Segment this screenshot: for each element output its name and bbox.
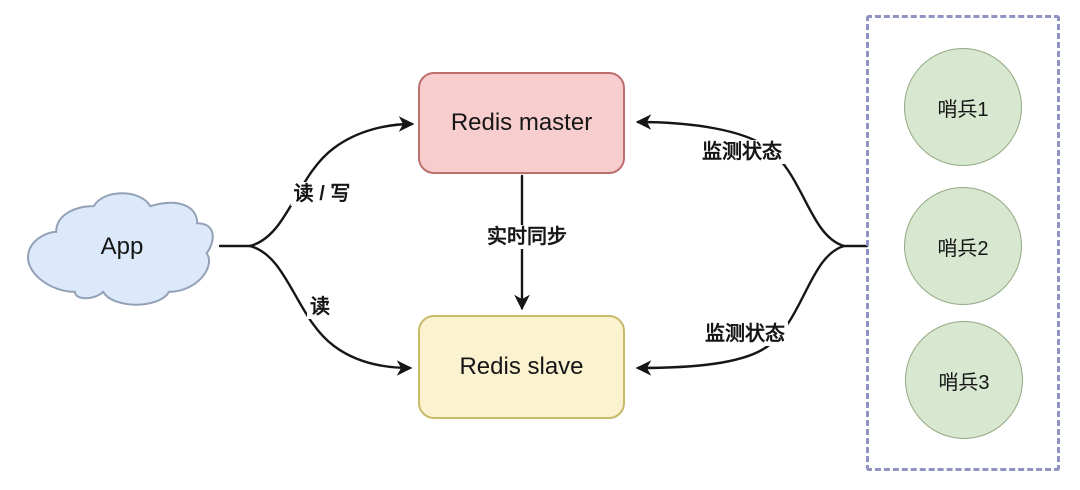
edge-app-to-slave xyxy=(248,244,413,376)
edge-app-to-master xyxy=(248,116,415,248)
sentinel-node-1: 哨兵1 xyxy=(904,48,1022,166)
redis-master-label: Redis master xyxy=(450,109,593,136)
edge-label-realtime-sync: 实时同步 xyxy=(484,225,570,249)
sentinel-1-label: 哨兵1 xyxy=(937,98,989,121)
sentinel-node-2: 哨兵2 xyxy=(904,187,1022,305)
edge-label-monitor-slave: 监测状态 xyxy=(702,322,788,346)
sentinel-cluster-boundary: 哨兵1 哨兵2 哨兵3 xyxy=(866,15,1060,471)
app-cloud-shape xyxy=(28,193,213,304)
sentinel-2-label: 哨兵2 xyxy=(937,237,989,260)
node-redis-slave: Redis slave xyxy=(418,315,625,419)
app-node-label: App xyxy=(100,233,144,260)
edge-label-read: 读 xyxy=(307,295,333,319)
edge-label-read-write: 读 / 写 xyxy=(290,182,354,206)
edge-label-monitor-master: 监测状态 xyxy=(699,140,785,164)
sentinel-node-3: 哨兵3 xyxy=(905,321,1023,439)
edge-sentinel-to-slave xyxy=(635,244,846,376)
redis-slave-label: Redis slave xyxy=(459,353,584,380)
node-redis-master: Redis master xyxy=(418,72,625,174)
sentinel-3-label: 哨兵3 xyxy=(938,371,990,394)
